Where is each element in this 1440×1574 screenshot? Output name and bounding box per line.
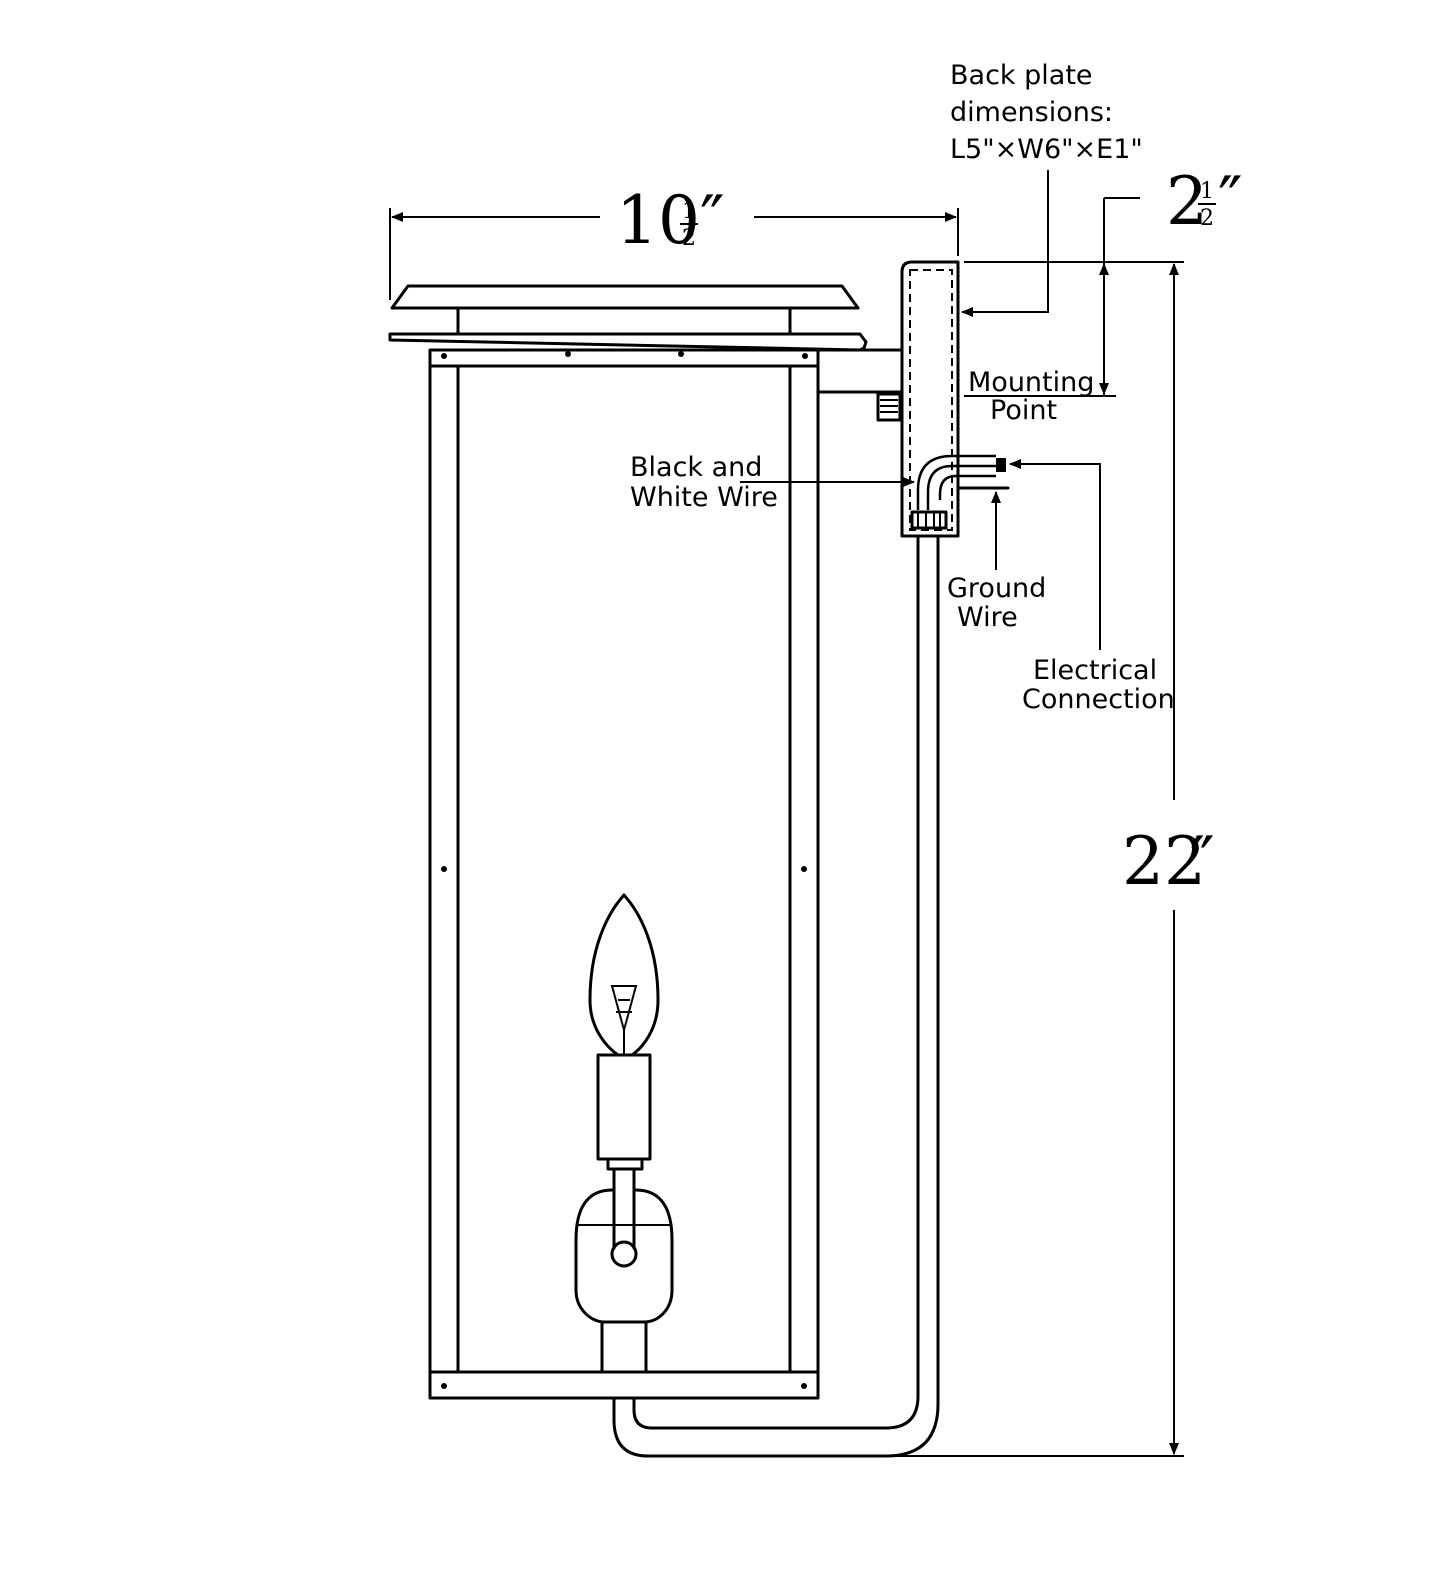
candle-socket [574,1053,674,1374]
height-mark: ″ [1190,823,1215,900]
width-frac-den: 2 [682,226,696,251]
electrical-callout: Electrical Connection [1009,459,1175,715]
back-plate-label-1: Back plate [950,60,1093,91]
bw-wire-elbow [910,454,1010,530]
mounting-point-callout: Mounting Point [968,367,1094,426]
mounting-label-1: Mounting [968,367,1094,398]
bw-wire-label-2: White Wire [630,482,778,513]
back-plate-label-3: L5"×W6"×E1" [950,134,1143,165]
width-whole: 10 [616,182,700,259]
mounting-arm [816,348,904,422]
back-plate [900,260,960,538]
bw-wire-callout: Black and White Wire [630,452,915,513]
conduit-pipe [612,534,940,1458]
mounting-label-2: Point [990,395,1057,426]
ground-label-1: Ground [947,573,1046,604]
bw-wire-label-1: Black and [630,452,762,483]
width-mark: ″ [700,182,725,259]
lantern-cap [388,284,868,352]
electrical-label-2: Connection [1022,684,1175,715]
width-dimension: 10 1 2 ″ [389,182,959,300]
mount-whole: 2 [1166,163,1208,240]
height-dimension: 22 ″ [890,263,1215,1457]
ground-label-2: Wire [957,602,1018,633]
candle-bulb [588,893,660,1057]
height-whole: 22 [1122,823,1206,900]
back-plate-label-2: dimensions: [950,97,1113,128]
mount-frac-den: 2 [1200,206,1214,231]
back-plate-callout: Back plate dimensions: L5"×W6"×E1" [950,60,1143,317]
mount-mark: ″ [1218,163,1243,240]
electrical-label-1: Electrical [1033,655,1157,686]
width-frac-num: 1 [682,199,696,224]
mount-dimension: 2 1 2 ″ [964,163,1243,397]
ground-wire-callout: Ground Wire [947,491,1046,633]
mount-frac-num: 1 [1200,179,1214,204]
